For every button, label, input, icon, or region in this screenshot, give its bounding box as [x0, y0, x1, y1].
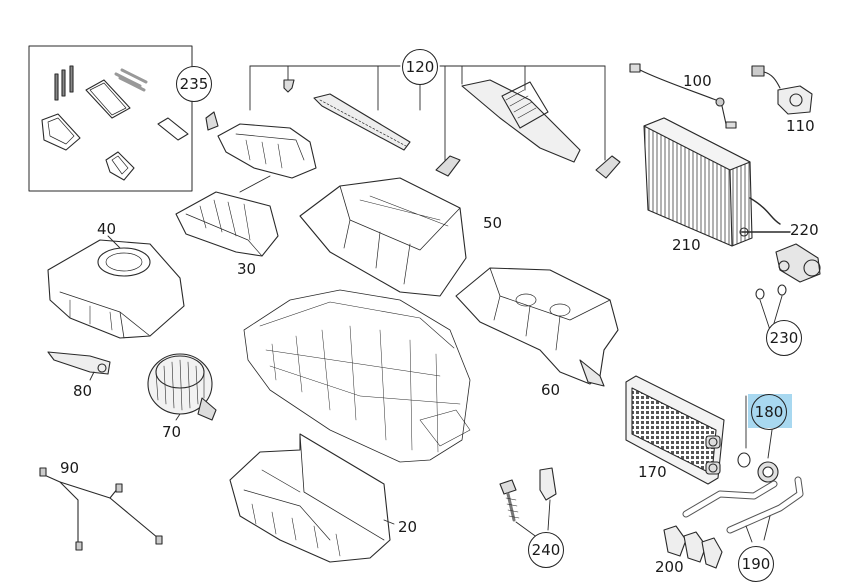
heater-core-170: [625, 375, 725, 485]
seals-180: [737, 395, 779, 483]
callout-200[interactable]: 200: [655, 558, 684, 576]
housing-60: [455, 267, 619, 387]
sensor-100: [629, 63, 737, 129]
callout-230[interactable]: 230: [766, 320, 802, 356]
screw-clip-240: [499, 467, 557, 539]
callout-170[interactable]: 170: [638, 463, 667, 481]
callout-40[interactable]: 40: [97, 220, 117, 238]
evaporator-210: [643, 117, 791, 247]
main-housing: [243, 289, 471, 463]
callout-210[interactable]: 210: [672, 236, 701, 254]
bracket-120-lines: [201, 65, 606, 163]
callout-235[interactable]: 235: [176, 66, 212, 102]
air-duct-top-left: [217, 123, 317, 179]
blower-motor-70: [147, 353, 217, 421]
flap-grille-120: [461, 79, 581, 163]
pipes-190: [682, 476, 804, 543]
bracket-80: [47, 351, 111, 381]
connector-110: [751, 65, 813, 115]
air-guide-30: [175, 175, 279, 257]
callout-220[interactable]: 220: [790, 221, 819, 239]
lower-housing-20: [229, 433, 395, 563]
callout-120[interactable]: 120: [402, 49, 438, 85]
callout-30[interactable]: 30: [237, 260, 257, 278]
wiring-harness-90: [39, 467, 163, 551]
callout-70[interactable]: 70: [162, 423, 182, 441]
blower-housing-40: [47, 235, 185, 339]
callout-110[interactable]: 110: [786, 117, 815, 135]
callout-180[interactable]: 180: [751, 394, 787, 430]
callout-50[interactable]: 50: [483, 214, 503, 232]
clips-200: [663, 525, 723, 569]
filter-kit-box: [28, 45, 193, 192]
callout-190[interactable]: 190: [738, 546, 774, 582]
clip-parts-120: [205, 79, 621, 179]
callout-240[interactable]: 240: [528, 532, 564, 568]
callout-20[interactable]: 20: [398, 518, 418, 536]
housing-50: [299, 177, 467, 297]
callout-60[interactable]: 60: [541, 381, 561, 399]
callout-80[interactable]: 80: [73, 382, 93, 400]
expansion-valve-220: [775, 243, 821, 283]
callout-100[interactable]: 100: [683, 72, 712, 90]
callout-90[interactable]: 90: [60, 459, 80, 477]
flap-rod-120: [313, 93, 411, 151]
